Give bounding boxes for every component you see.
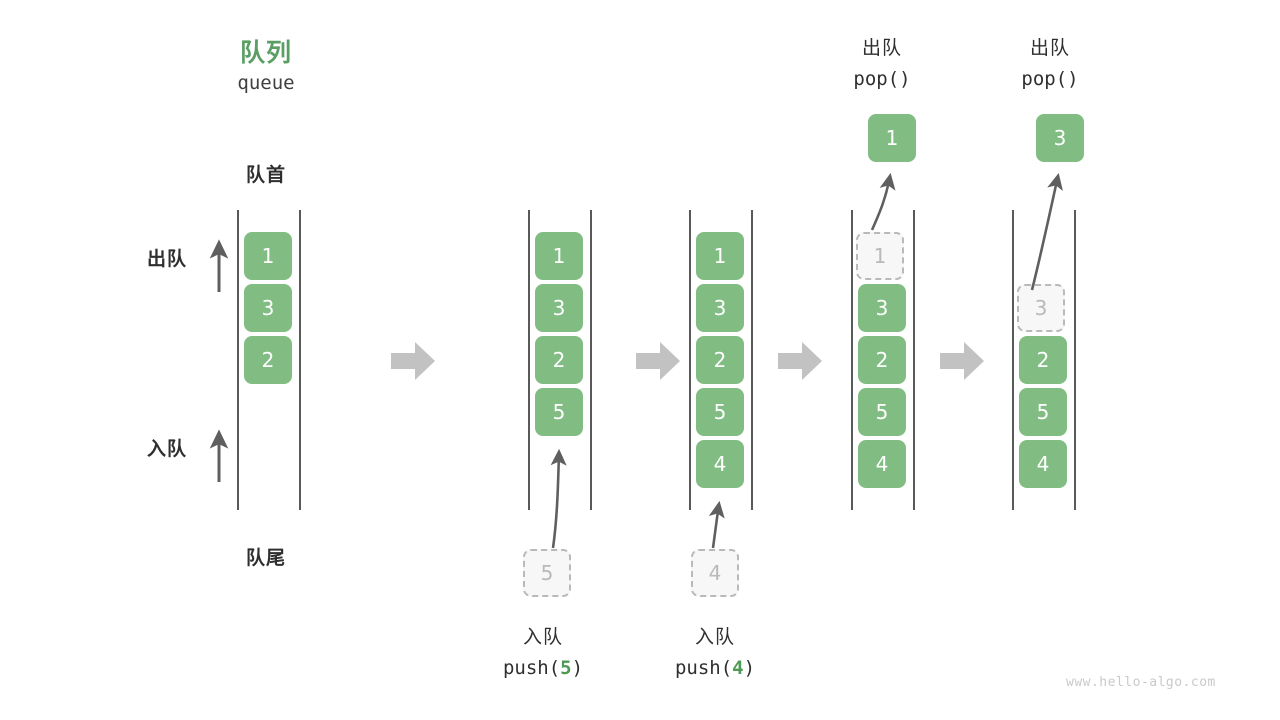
queue-rail-left-2 — [528, 210, 530, 510]
queue-cell: 1 — [244, 232, 292, 280]
queue-cell: 1 — [535, 232, 583, 280]
queue-rail-left-5 — [1012, 210, 1014, 510]
queue-cell: 3 — [858, 284, 906, 332]
push-code-suffix: ) — [743, 657, 756, 679]
queue-cell: 4 — [1019, 440, 1067, 488]
queue-cell: 5 — [696, 388, 744, 436]
popped-cell: 1 — [868, 114, 916, 162]
queue-rail-right-5 — [1074, 210, 1076, 510]
queue-cell: 2 — [1019, 336, 1067, 384]
pop-caption-code-1: pop() — [853, 68, 911, 90]
incoming-ghost-cell: 4 — [691, 549, 739, 597]
queue-cell: 3 — [535, 284, 583, 332]
queue-cell: 5 — [535, 388, 583, 436]
push-caption-code-2: push(4) — [635, 657, 795, 679]
pop-caption-cn-1: 出队 — [861, 37, 902, 59]
queue-cell: 2 — [858, 336, 906, 384]
queue-cell: 5 — [1019, 388, 1067, 436]
step-arrow-1 — [391, 342, 435, 380]
incoming-ghost-cell: 5 — [523, 549, 571, 597]
queue-cell: 4 — [696, 440, 744, 488]
step-arrow-3 — [778, 342, 822, 380]
diagram-title-cn: 队列 — [239, 38, 292, 67]
push-code-arg: 4 — [732, 657, 744, 679]
push-code-suffix: ) — [571, 657, 584, 679]
queue-rail-left-3 — [689, 210, 691, 510]
queue-cell-ghost: 1 — [856, 232, 904, 280]
push-caption-cn-1: 入队 — [522, 626, 563, 648]
queue-rail-right-3 — [751, 210, 753, 510]
push-caption-cn-2: 入队 — [694, 626, 735, 648]
queue-cell: 3 — [696, 284, 744, 332]
queue-rail-right-4 — [913, 210, 915, 510]
popped-cell: 3 — [1036, 114, 1084, 162]
enqueue-label: 入队 — [147, 438, 188, 460]
queue-rail-right-1 — [299, 210, 301, 510]
front-label: 队首 — [245, 164, 286, 186]
pop-arrow-1 — [870, 172, 896, 231]
queue-cell-ghost: 3 — [1017, 284, 1065, 332]
queue-cell: 2 — [696, 336, 744, 384]
push-arrow-5 — [550, 448, 567, 549]
queue-rail-right-2 — [590, 210, 592, 510]
push-arrow-4 — [708, 500, 725, 549]
queue-cell: 4 — [858, 440, 906, 488]
queue-cell: 5 — [858, 388, 906, 436]
queue-cell: 3 — [244, 284, 292, 332]
push-code-prefix: push( — [674, 657, 733, 679]
push-code-arg: 5 — [560, 657, 572, 679]
pop-arrow-3 — [1030, 172, 1063, 291]
step-arrow-2 — [636, 342, 680, 380]
rear-label: 队尾 — [245, 547, 286, 569]
queue-cell: 2 — [244, 336, 292, 384]
push-code-prefix: push( — [502, 657, 561, 679]
queue-cell: 2 — [535, 336, 583, 384]
pop-caption-code-2: pop() — [1021, 68, 1079, 90]
queue-cell: 1 — [696, 232, 744, 280]
pop-caption-cn-2: 出队 — [1029, 37, 1070, 59]
step-arrow-4 — [940, 342, 984, 380]
push-caption-code-1: push(5) — [463, 657, 623, 679]
watermark: www.hello-algo.com — [1066, 675, 1216, 690]
diagram-title-en: queue — [237, 72, 295, 94]
dequeue-label: 出队 — [147, 248, 188, 270]
queue-rail-left-4 — [851, 210, 853, 510]
queue-rail-left-1 — [237, 210, 239, 510]
